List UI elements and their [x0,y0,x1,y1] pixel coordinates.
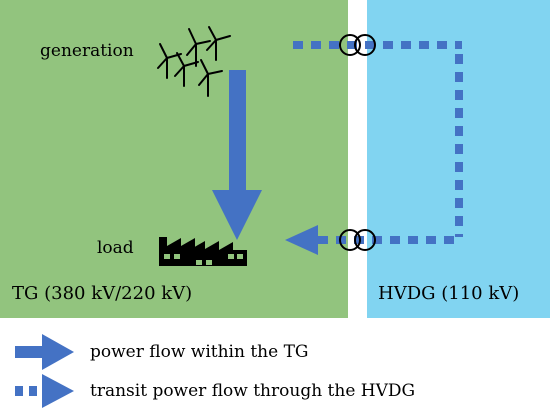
legend-dashed-label: transit power flow through the HVDG [90,381,416,401]
transit-arrowhead [285,225,318,255]
factory-icon [159,237,247,266]
wind-turbines-icon [157,26,231,97]
legend-dashed-arrow [15,374,74,408]
legend-solid-arrow [15,334,74,370]
hvdg-region-label: HVDG (110 kV) [378,283,520,304]
transformer-icon [339,229,376,251]
transformer-icon [339,34,376,56]
hvdg-region [367,0,550,318]
power-flow-arrow [212,70,262,240]
load-label: load [97,238,134,258]
generation-label: generation [40,41,134,61]
tg-region-label: TG (380 kV/220 kV) [12,283,193,304]
legend-solid-label: power flow within the TG [90,342,309,362]
